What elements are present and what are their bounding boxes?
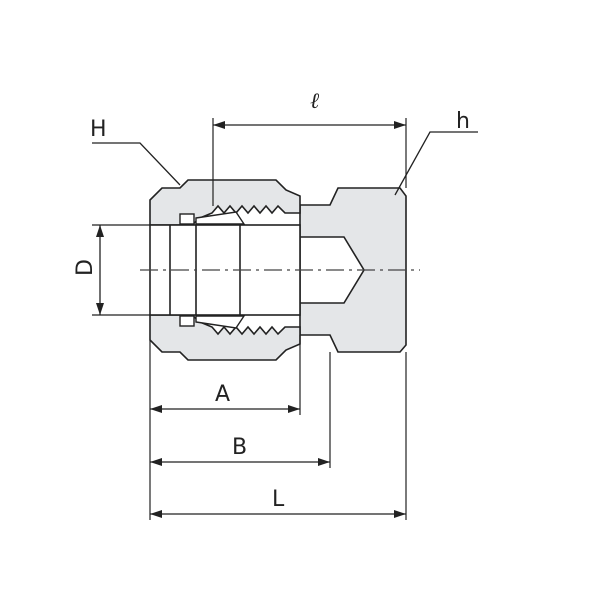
leader-h-upper bbox=[92, 142, 181, 186]
label-L: L bbox=[272, 487, 285, 512]
leader-h-lower bbox=[394, 131, 478, 196]
label-H: H bbox=[90, 117, 107, 142]
label-h: h bbox=[456, 109, 470, 134]
label-ell: ℓ bbox=[310, 89, 320, 114]
label-A: A bbox=[215, 382, 230, 407]
label-B: B bbox=[232, 435, 247, 460]
leader-lines bbox=[92, 131, 478, 196]
dimension-lines bbox=[96, 121, 406, 518]
ferrules bbox=[179, 211, 246, 329]
label-D: D bbox=[73, 259, 98, 276]
